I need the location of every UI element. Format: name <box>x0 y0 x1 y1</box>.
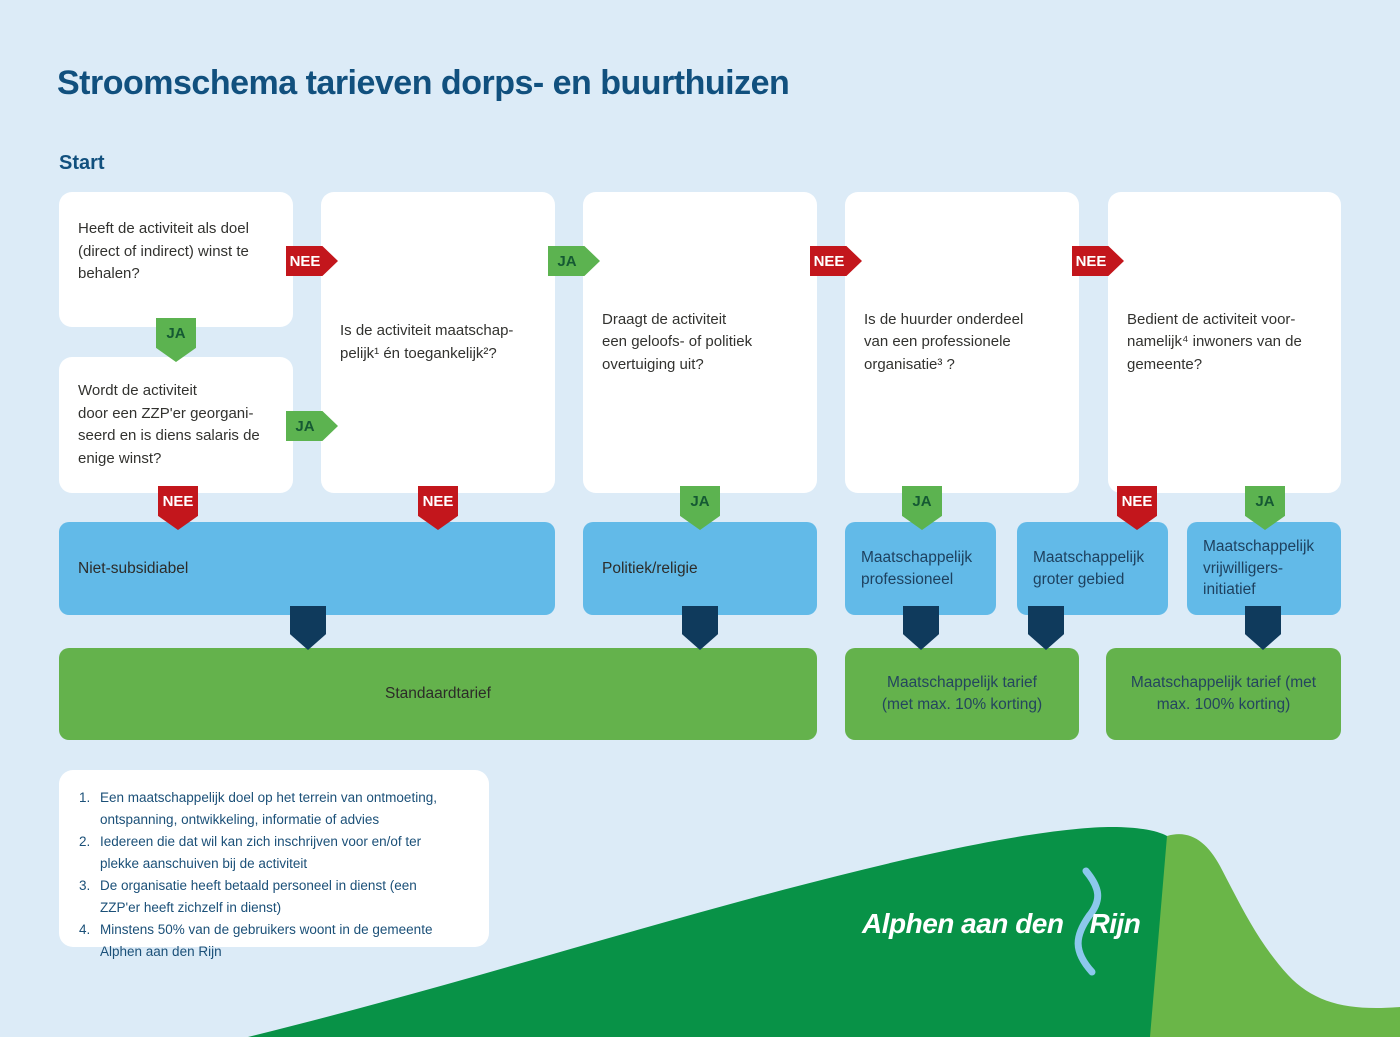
category-box-maatschappelijk-vrijwilligersinitiatief: Maatschappelijk vrijwilligers- initiatie… <box>1187 522 1341 615</box>
question-box-maatschappelijk-toegankelijk: Is de activiteit maatschap- pelijk¹ én t… <box>321 192 555 493</box>
question-text: Bedient de activiteit voor- namelijk⁴ in… <box>1127 310 1302 373</box>
question-text: Is de activiteit maatschap- pelijk¹ én t… <box>340 322 514 362</box>
tariff-box-maatschappelijk-10: Maatschappelijk tarief (met max. 10% kor… <box>845 648 1079 740</box>
tariff-text: Maatschappelijk tarief (met max. 10% kor… <box>881 674 1043 713</box>
footnote-item: 3. De organisatie heeft betaald personee… <box>79 875 479 919</box>
category-text: Maatschappelijk vrijwilligers- initiatie… <box>1203 538 1315 599</box>
question-box-geloof-politiek: Draagt de activiteit een geloofs- of pol… <box>583 192 817 493</box>
bottom-wave-graphic <box>248 827 1400 1037</box>
question-text: Draagt de activiteit een geloofs- of pol… <box>602 310 753 373</box>
arrow-label: JA <box>912 493 932 510</box>
question-box-professionele-organisatie: Is de huurder onderdeel van een professi… <box>845 192 1079 493</box>
category-box-niet-subsidiabel: Niet-subsidiabel <box>59 522 555 615</box>
arrow-label: NEE <box>1121 493 1153 510</box>
question-text: Is de huurder onderdeel van een professi… <box>864 310 1024 373</box>
footnote-number: 1. <box>79 790 91 805</box>
footnote-item: 4. Minstens 50% van de gebruikers woont … <box>79 919 479 963</box>
category-box-politiek-religie: Politiek/religie <box>583 522 817 615</box>
arrow-label: NEE <box>1075 252 1107 270</box>
connector-arrow-niet-subsidiabel-standaardtarief <box>290 606 326 650</box>
category-text: Niet-subsidiabel <box>78 559 189 577</box>
footnotes-box: 1. Een maatschappelijk doel op het terre… <box>59 770 489 959</box>
municipality-logo: Alphen aan den Rijn <box>862 908 1141 940</box>
tariff-box-standaardtarief: Standaardtarief <box>59 648 817 740</box>
tariff-text: Maatschappelijk tarief (met max. 100% ko… <box>1130 674 1317 713</box>
arrow-label: JA <box>166 325 186 342</box>
wave-light-green <box>1150 834 1400 1037</box>
arrow-label: NEE <box>289 252 321 270</box>
category-text: Maatschappelijk groter gebied <box>1033 549 1145 588</box>
arrow-label: JA <box>1255 493 1275 510</box>
footnote-text: Minstens 50% van de gebruikers woont in … <box>100 922 433 959</box>
question-box-winst: Heeft de activiteit als doel (direct of … <box>59 192 293 327</box>
footnote-number: 3. <box>79 878 91 893</box>
arrow-label: JA <box>557 252 577 270</box>
arrow-label: JA <box>690 493 710 510</box>
arrow-label: NEE <box>162 493 194 510</box>
arrow-label: JA <box>295 417 315 435</box>
category-text: Politiek/religie <box>602 559 698 577</box>
footnote-number: 2. <box>79 834 91 849</box>
tariff-text: Standaardtarief <box>385 685 491 702</box>
tariff-box-maatschappelijk-100: Maatschappelijk tarief (met max. 100% ko… <box>1106 648 1341 740</box>
category-box-maatschappelijk-professioneel: Maatschappelijk professioneel <box>845 522 996 615</box>
footnote-text: Iedereen die dat wil kan zich inschrijve… <box>100 834 422 871</box>
footnote-text: Een maatschappelijk doel op het terrein … <box>100 790 437 827</box>
connector-arrow-professioneel-tarief10 <box>903 606 939 650</box>
footnote-item: 2. Iedereen die dat wil kan zich inschri… <box>79 831 479 875</box>
river-curve-icon <box>1074 867 1102 976</box>
page-title: Stroomschema tarieven dorps- en buurthui… <box>57 64 790 102</box>
arrow-label: NEE <box>422 493 454 510</box>
question-box-zzp: Wordt de activiteit door een ZZP'er geor… <box>59 357 293 493</box>
connector-arrow-vrijwilligersinitiatief-tarief100 <box>1245 606 1281 650</box>
footnote-text: De organisatie heeft betaald personeel i… <box>100 878 417 915</box>
logo-text-right: Rijn <box>1089 908 1141 939</box>
logo-text-left: Alphen aan den <box>862 908 1064 939</box>
question-box-inwoners-gemeente: Bedient de activiteit voor- namelijk⁴ in… <box>1108 192 1341 493</box>
connector-arrow-groter-gebied-tarief10 <box>1028 606 1064 650</box>
footnote-item: 1. Een maatschappelijk doel op het terre… <box>79 787 479 831</box>
category-box-maatschappelijk-groter-gebied: Maatschappelijk groter gebied <box>1017 522 1168 615</box>
start-label: Start <box>59 152 105 174</box>
wave-dark-green <box>248 827 1193 1037</box>
question-text: Wordt de activiteit door een ZZP'er geor… <box>78 382 260 467</box>
footnote-number: 4. <box>79 922 91 937</box>
category-text: Maatschappelijk professioneel <box>861 549 973 588</box>
question-text: Heeft de activiteit als doel (direct of … <box>78 220 249 282</box>
connector-arrow-politiek-religie-standaardtarief <box>682 606 718 650</box>
arrow-ja-q1-q2: JA <box>156 318 196 362</box>
arrow-label: NEE <box>813 252 845 270</box>
